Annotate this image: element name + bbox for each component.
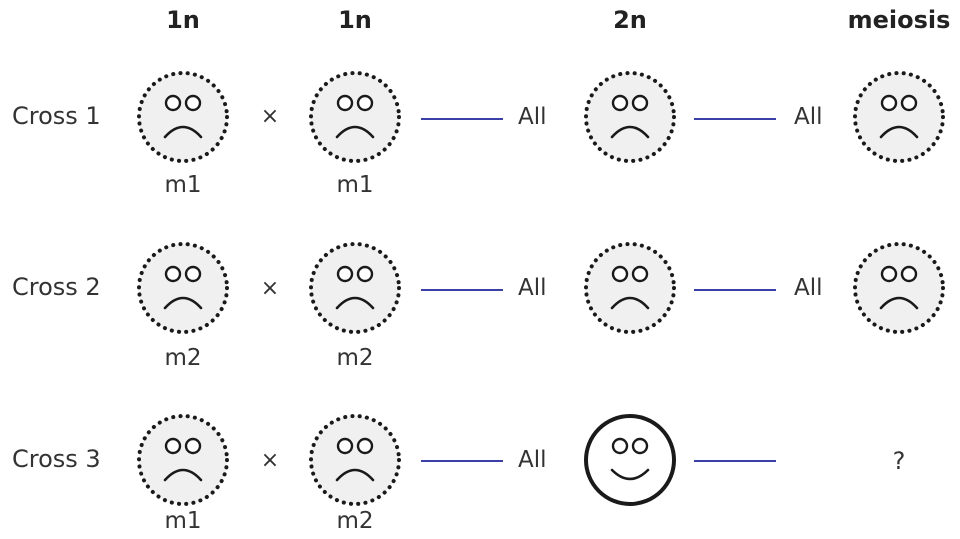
- cross-symbol: ×: [260, 104, 280, 129]
- smiling-face-icon: [582, 412, 678, 508]
- header-haploid-1: 1n: [166, 6, 200, 34]
- diploid-all-label: All: [518, 447, 547, 473]
- cross-1-label: Cross 1: [12, 102, 101, 130]
- meiosis-all-label: All: [794, 104, 823, 130]
- frowning-face-icon: [135, 240, 231, 336]
- connector-line: [694, 460, 776, 462]
- parent1-genotype: m1: [164, 172, 202, 198]
- frowning-face-icon: [851, 240, 947, 336]
- connector-line: [421, 289, 503, 291]
- frowning-face-icon: [851, 69, 947, 165]
- cross-symbol: ×: [260, 276, 280, 301]
- header-diploid: 2n: [613, 6, 647, 34]
- frowning-face-icon: [135, 412, 231, 508]
- parent1-genotype: m2: [164, 345, 202, 371]
- cross-symbol: ×: [260, 448, 280, 473]
- connector-line: [421, 118, 503, 120]
- meiosis-unknown-result: ?: [892, 447, 906, 475]
- parent2-genotype: m2: [336, 345, 374, 371]
- frowning-face-icon: [307, 69, 403, 165]
- frowning-face-icon: [307, 412, 403, 508]
- connector-line: [694, 289, 776, 291]
- diploid-all-label: All: [518, 104, 547, 130]
- header-haploid-2: 1n: [338, 6, 372, 34]
- cross-3-label: Cross 3: [12, 445, 101, 473]
- cross-2-label: Cross 2: [12, 273, 101, 301]
- frowning-face-icon: [582, 240, 678, 336]
- parent2-genotype: m1: [336, 172, 374, 198]
- header-meiosis: meiosis: [847, 6, 951, 34]
- connector-line: [694, 118, 776, 120]
- parent2-genotype: m2: [336, 508, 374, 534]
- connector-line: [421, 460, 503, 462]
- parent1-genotype: m1: [164, 508, 202, 534]
- frowning-face-icon: [582, 69, 678, 165]
- frowning-face-icon: [135, 69, 231, 165]
- frowning-face-icon: [307, 240, 403, 336]
- diploid-all-label: All: [518, 275, 547, 301]
- meiosis-all-label: All: [794, 275, 823, 301]
